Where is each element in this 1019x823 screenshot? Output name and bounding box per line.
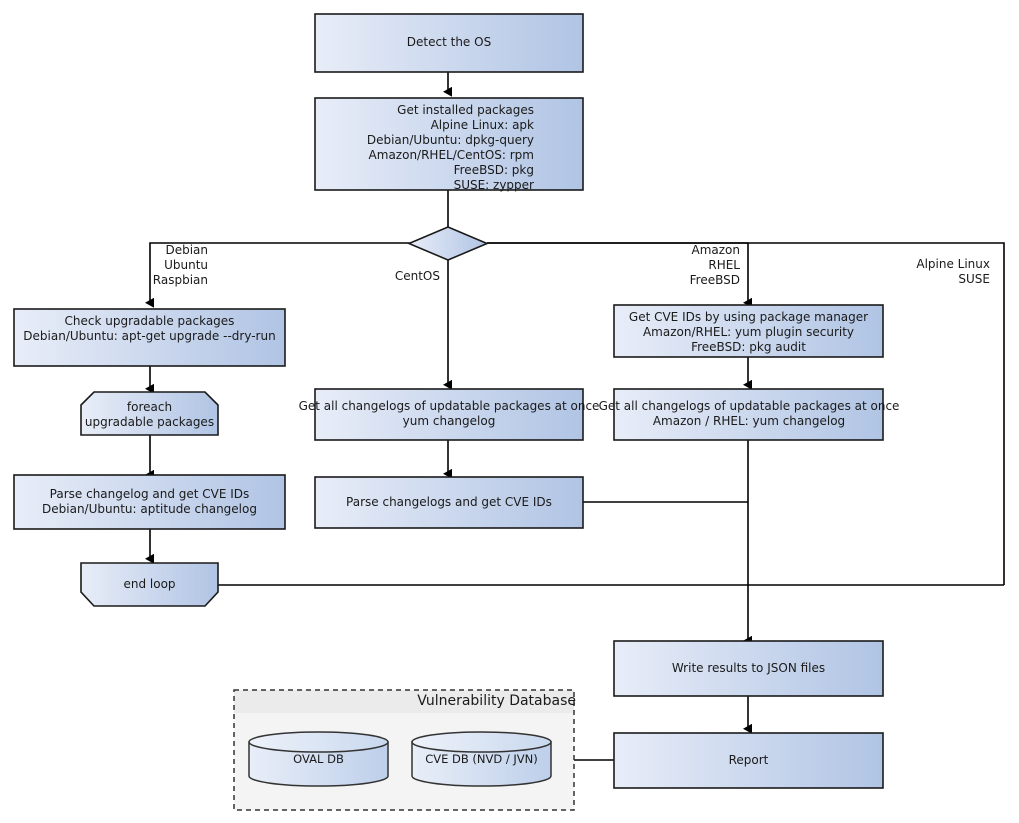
group-vulnerability-database-title: Vulnerability Database [417,693,576,709]
edge-decision-debian [145,242,410,308]
node-report[interactable] [613,732,884,789]
group-vulnerability-database-border [233,689,575,811]
node-get-cve-ids-pkgmgr[interactable] [613,304,884,358]
node-write-json[interactable] [613,640,884,697]
edge-label-amazon: Amazon RHEL FreeBSD [630,243,740,288]
node-get-installed-packages[interactable] [314,97,584,191]
node-foreach-loop-start[interactable] [80,391,219,436]
node-check-upgradable[interactable] [13,308,286,367]
node-parse-changelog-left[interactable] [13,474,286,530]
alpine-line-0: Alpine Linux [916,257,990,271]
edge-label-centos: CentOS [335,269,440,284]
amazon-line-1: RHEL [708,258,740,272]
edge-decision-alpine [487,242,1005,585]
amazon-line-0: Amazon [691,243,741,257]
db-cve-label: CVE DB (NVD / JVN) [425,752,538,766]
node-changelogs-centos[interactable] [314,388,584,441]
amazon-line-2: FreeBSD [689,273,740,287]
node-detect-os[interactable] [314,13,584,73]
debian-line-0: Debian [165,243,208,257]
debian-line-2: Raspbian [152,273,208,287]
db-cylinder-cve[interactable] [411,731,552,787]
group-vulnerability-database-header [234,690,574,713]
node-end-loop[interactable] [80,562,219,607]
db-oval-label: OVAL DB [293,752,344,766]
edge-label-alpine: Alpine Linux SUSE [880,257,990,287]
node-changelogs-amazon[interactable] [613,388,884,441]
node-os-decision[interactable] [406,226,490,261]
edge-label-debian: Debian Ubuntu Raspbian [98,243,208,288]
alpine-line-1: SUSE [958,272,990,286]
node-parse-changelogs-center[interactable] [314,476,584,529]
centos-line-0: CentOS [394,269,440,283]
db-cylinder-oval[interactable] [248,731,389,787]
debian-line-1: Ubuntu [164,258,208,272]
